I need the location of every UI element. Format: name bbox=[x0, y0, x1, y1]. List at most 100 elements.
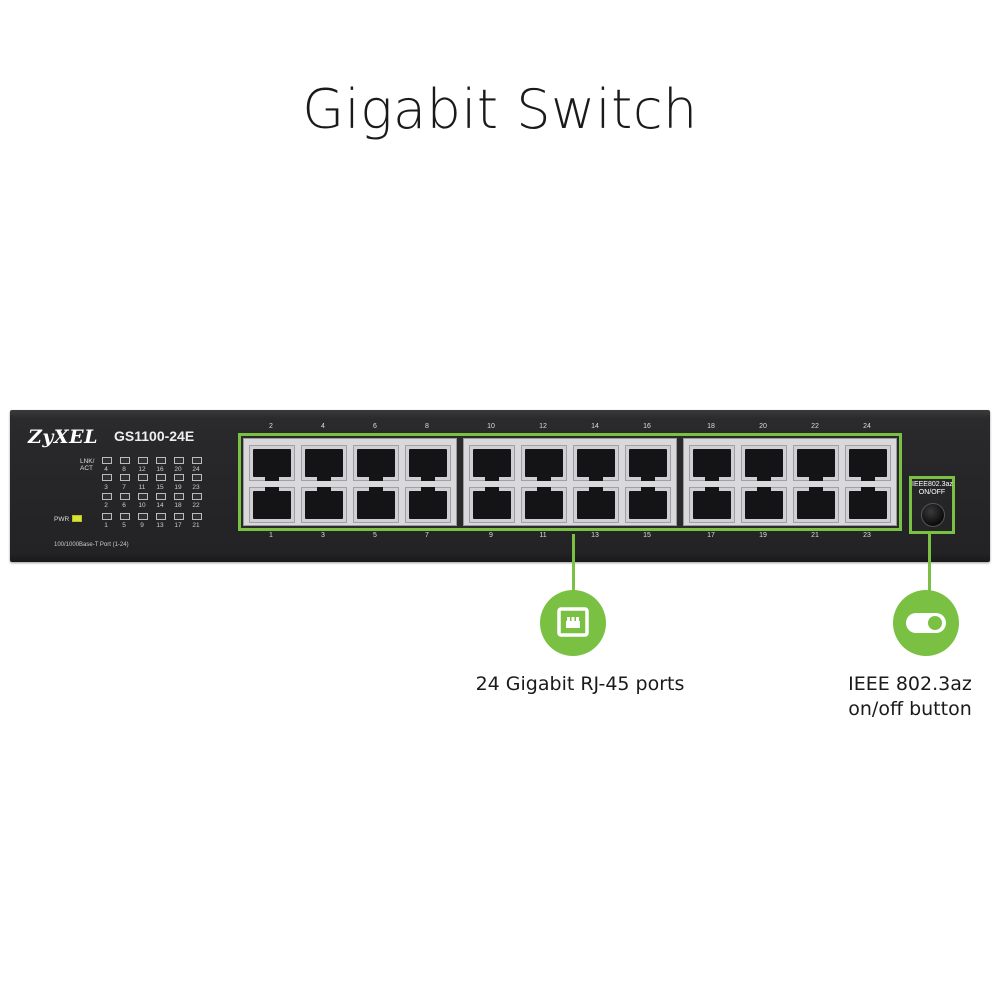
port-number-top: 4 bbox=[321, 423, 325, 430]
port-number-top: 18 bbox=[707, 423, 715, 430]
rj45-port[interactable] bbox=[469, 487, 515, 523]
rj45-port[interactable] bbox=[689, 445, 735, 481]
led-number: 22 bbox=[192, 502, 200, 509]
rj45-port[interactable] bbox=[625, 445, 671, 481]
rj45-jack bbox=[253, 449, 291, 481]
rj45-port[interactable] bbox=[405, 487, 451, 523]
rj45-jack bbox=[409, 487, 447, 519]
rj45-jack bbox=[305, 449, 343, 481]
led-number: 9 bbox=[140, 522, 144, 529]
eee-callout-line bbox=[928, 533, 931, 595]
port-block bbox=[243, 438, 457, 526]
led-number: 7 bbox=[122, 484, 126, 491]
port-block bbox=[463, 438, 677, 526]
rj45-port[interactable] bbox=[573, 445, 619, 481]
rj45-jack bbox=[693, 487, 731, 519]
rj45-port[interactable] bbox=[469, 445, 515, 481]
port-led bbox=[102, 493, 112, 500]
led-number: 6 bbox=[122, 502, 126, 509]
led-number: 1 bbox=[104, 522, 108, 529]
rj45-jack bbox=[577, 487, 615, 519]
led-number: 17 bbox=[174, 522, 182, 529]
rj45-jack bbox=[525, 449, 563, 481]
led-number: 15 bbox=[156, 484, 164, 491]
led-header-label: LNK/ ACT bbox=[80, 458, 94, 472]
rj45-port[interactable] bbox=[405, 445, 451, 481]
port-number-bottom: 21 bbox=[811, 532, 819, 539]
rj45-port[interactable] bbox=[793, 445, 839, 481]
rj45-jack bbox=[357, 449, 395, 481]
eee-toggle-button[interactable] bbox=[921, 503, 945, 527]
port-number-top: 14 bbox=[591, 423, 599, 430]
port-number-bottom: 23 bbox=[863, 532, 871, 539]
rj45-port[interactable] bbox=[741, 487, 787, 523]
rj45-jack bbox=[305, 487, 343, 519]
rj45-port[interactable] bbox=[845, 445, 891, 481]
rj45-jack bbox=[473, 487, 511, 519]
port-led bbox=[156, 513, 166, 520]
rj45-port[interactable] bbox=[521, 487, 567, 523]
port-number-bottom: 17 bbox=[707, 532, 715, 539]
port-number-bottom: 9 bbox=[489, 532, 493, 539]
rj45-port[interactable] bbox=[249, 487, 295, 523]
rj45-port[interactable] bbox=[741, 445, 787, 481]
ports-callout-text: 24 Gigabit RJ-45 ports bbox=[475, 673, 685, 695]
rj45-jack bbox=[849, 487, 887, 519]
port-led bbox=[174, 493, 184, 500]
port-led bbox=[120, 493, 130, 500]
port-led bbox=[156, 493, 166, 500]
model-label: GS1100-24E bbox=[114, 428, 195, 444]
page-title: Gigabit Switch bbox=[302, 78, 698, 141]
rj45-port[interactable] bbox=[353, 487, 399, 523]
ethernet-port-icon bbox=[540, 590, 606, 656]
rj45-port[interactable] bbox=[249, 445, 295, 481]
brand-logo: ZyXEL bbox=[28, 426, 98, 448]
rj45-jack bbox=[525, 487, 563, 519]
port-number-bottom: 7 bbox=[425, 532, 429, 539]
port-led bbox=[174, 457, 184, 464]
port-led bbox=[192, 474, 202, 481]
led-number: 16 bbox=[156, 466, 164, 473]
rj45-port[interactable] bbox=[301, 487, 347, 523]
pwr-led bbox=[72, 515, 82, 522]
port-note: 100/1000Base-T Port (1-24) bbox=[54, 542, 129, 548]
port-number-top: 10 bbox=[487, 423, 495, 430]
led-number: 20 bbox=[174, 466, 182, 473]
led-number: 2 bbox=[104, 502, 108, 509]
rj45-port[interactable] bbox=[689, 487, 735, 523]
port-number-top: 20 bbox=[759, 423, 767, 430]
led-number: 19 bbox=[174, 484, 182, 491]
port-led bbox=[156, 457, 166, 464]
port-number-top: 24 bbox=[863, 423, 871, 430]
rj45-jack bbox=[745, 449, 783, 481]
rj45-port[interactable] bbox=[793, 487, 839, 523]
rj45-port[interactable] bbox=[353, 445, 399, 481]
port-led bbox=[174, 513, 184, 520]
port-led bbox=[120, 457, 130, 464]
eee-callout-text: IEEE 802.3az on/off button bbox=[830, 672, 990, 722]
rj45-port[interactable] bbox=[573, 487, 619, 523]
ports-callout-line bbox=[572, 534, 575, 594]
port-led bbox=[120, 474, 130, 481]
port-number-bottom: 19 bbox=[759, 532, 767, 539]
rj45-jack bbox=[797, 449, 835, 481]
port-number-top: 22 bbox=[811, 423, 819, 430]
rj45-jack bbox=[473, 449, 511, 481]
port-number-bottom: 15 bbox=[643, 532, 651, 539]
led-number: 4 bbox=[104, 466, 108, 473]
led-number: 8 bbox=[122, 466, 126, 473]
port-number-bottom: 11 bbox=[539, 532, 547, 539]
rj45-port[interactable] bbox=[301, 445, 347, 481]
rj45-jack bbox=[629, 487, 667, 519]
pwr-label: PWR bbox=[54, 516, 70, 523]
port-led bbox=[138, 457, 148, 464]
port-led bbox=[174, 474, 184, 481]
rj45-port[interactable] bbox=[845, 487, 891, 523]
rj45-port[interactable] bbox=[625, 487, 671, 523]
led-number: 10 bbox=[138, 502, 146, 509]
eee-label: IEEE802.3az ON/OFF bbox=[912, 481, 953, 497]
port-led bbox=[120, 513, 130, 520]
led-number: 24 bbox=[192, 466, 200, 473]
eee-label-line2: ON/OFF bbox=[918, 489, 946, 496]
rj45-port[interactable] bbox=[521, 445, 567, 481]
